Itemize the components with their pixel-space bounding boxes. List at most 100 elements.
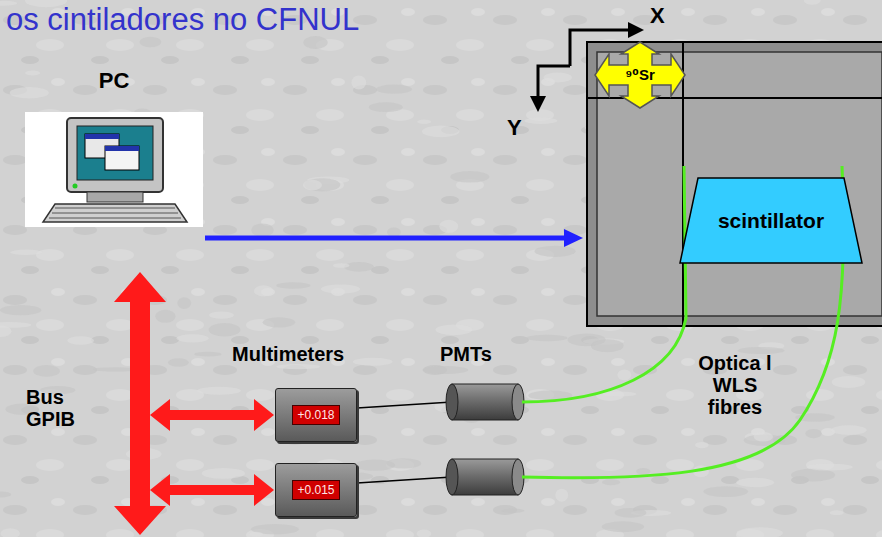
control-arrow	[205, 236, 566, 241]
texture-blob	[209, 311, 234, 318]
texture-blob	[526, 335, 567, 341]
texture-blob	[254, 285, 273, 296]
texture-blob	[703, 486, 748, 497]
texture-blob	[67, 336, 94, 345]
computer-box: PC	[25, 112, 203, 227]
gpib-link	[150, 399, 274, 431]
texture-blob	[615, 508, 647, 518]
texture-blob	[736, 478, 774, 487]
texture-blob	[636, 468, 650, 475]
texture-blob	[355, 460, 395, 471]
source-cross: ⁹⁰Sr	[595, 42, 685, 108]
texture-blob	[0, 322, 31, 328]
meter-display: +0.018	[292, 405, 339, 425]
texture-blob	[603, 391, 637, 396]
texture-blob	[807, 464, 853, 471]
texture-blob	[177, 297, 191, 309]
stage-frame	[587, 42, 882, 326]
texture-blob	[535, 246, 576, 257]
slide-title: os cintiladores no CFNUL	[6, 2, 359, 38]
texture-blob	[617, 369, 631, 380]
part-label: PMTs	[440, 343, 530, 365]
window-bar	[105, 146, 139, 151]
window	[105, 146, 139, 170]
signal-wire	[357, 402, 452, 408]
texture-blob	[303, 36, 327, 49]
texture-blob	[832, 376, 866, 388]
multimeter: +0.015	[275, 463, 357, 517]
monitor-base	[87, 192, 143, 202]
texture-blob	[555, 489, 568, 502]
x-arrowhead	[628, 22, 644, 38]
texture-blob	[209, 323, 241, 336]
key-row	[49, 218, 181, 219]
texture-blob	[1, 528, 20, 537]
screen	[77, 126, 153, 180]
texture-blob	[524, 118, 557, 125]
meter-reading: +0.018	[297, 408, 334, 422]
bus-label: Bus GPIB	[26, 386, 84, 430]
meter-reading: +0.015	[297, 483, 334, 497]
texture-blob	[831, 425, 867, 435]
texture-blob	[303, 180, 322, 190]
texture-blob	[176, 334, 208, 342]
texture-blob	[276, 282, 310, 288]
texture-blob	[422, 126, 459, 138]
texture-blob	[450, 171, 489, 183]
texture-blob	[439, 220, 458, 233]
texture-blob	[10, 87, 49, 99]
texture-blob	[804, 0, 821, 5]
part-label: Multimeters	[232, 343, 392, 365]
texture-blob	[10, 250, 42, 255]
y-axis	[538, 66, 570, 96]
texture-blob	[263, 317, 296, 327]
texture-blob	[168, 358, 189, 367]
gpib-link	[150, 474, 274, 506]
pmt-tube	[446, 459, 524, 495]
texture-blob	[250, 532, 263, 537]
move-cross	[595, 42, 685, 108]
part-label: Optica l WLS fibres	[698, 352, 772, 418]
texture-blob	[194, 352, 221, 357]
x-axis	[570, 30, 628, 66]
y-arrowhead	[530, 96, 546, 112]
texture-blob	[0, 305, 41, 315]
axes	[538, 30, 628, 96]
texture-blob	[25, 70, 40, 75]
texture-blob	[139, 37, 161, 47]
node-label: scintillator	[718, 209, 824, 233]
texture-blob	[376, 85, 412, 94]
texture-blob	[568, 333, 606, 346]
texture-blob	[344, 262, 374, 272]
pmt-body	[452, 384, 518, 420]
computer-icon	[25, 112, 203, 227]
texture-blob	[602, 479, 620, 485]
meter-display: +0.015	[292, 480, 339, 500]
texture-blob	[544, 72, 572, 82]
texture-blob	[351, 75, 366, 89]
texture-blob	[417, 120, 431, 124]
texture-blob	[155, 310, 175, 323]
texture-blob	[369, 102, 403, 112]
texture-blob	[251, 223, 274, 236]
pmt-body	[452, 459, 518, 495]
texture-blob	[333, 263, 349, 268]
power-led	[73, 184, 78, 189]
texture-blob	[695, 442, 709, 448]
pmt-end	[446, 459, 458, 495]
texture-blob	[805, 429, 821, 438]
node-label: PC	[25, 68, 203, 94]
texture-blob	[501, 509, 524, 513]
texture-blob	[353, 358, 393, 366]
window-bar	[85, 134, 119, 139]
wls-fibre	[522, 166, 686, 402]
texture-blob	[417, 530, 432, 537]
monitor	[67, 118, 163, 192]
texture-blob	[321, 284, 360, 293]
keys	[49, 208, 181, 218]
scintillator-tile: scintillator	[680, 178, 862, 263]
